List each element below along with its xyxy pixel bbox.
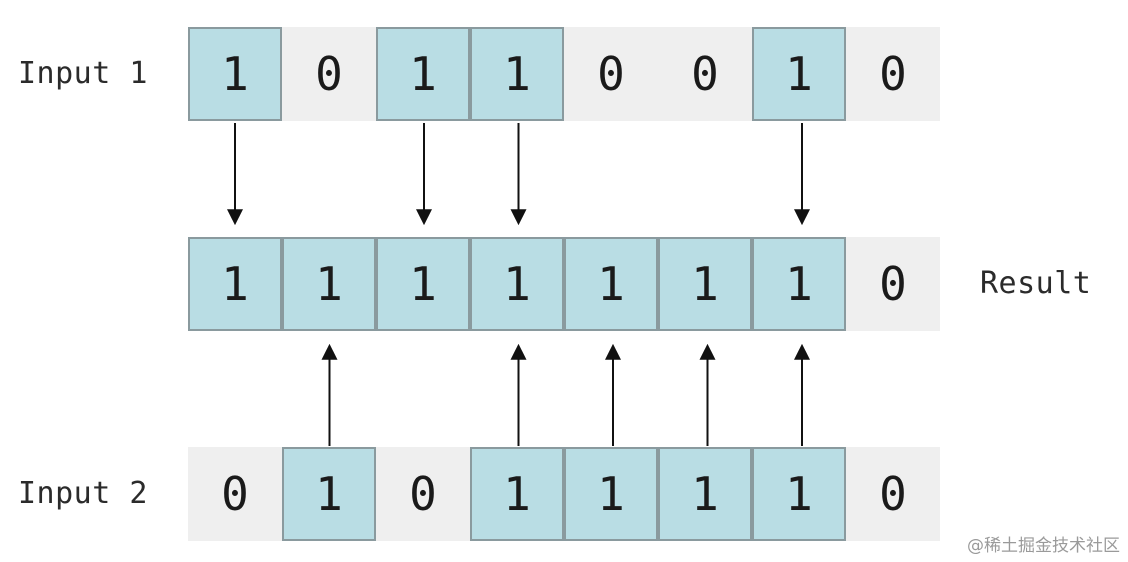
- input2-bit-2: 0: [376, 447, 470, 541]
- input2-bit-7: 0: [846, 447, 940, 541]
- input2-label: Input 2: [18, 476, 148, 511]
- watermark: @稀土掘金技术社区: [967, 536, 1120, 556]
- input1-bit-4: 0: [564, 27, 658, 121]
- result-bit-2: 1: [376, 237, 470, 331]
- input1-bit-1: 0: [282, 27, 376, 121]
- input2-bit-1: 1: [282, 447, 376, 541]
- result-bit-4: 1: [564, 237, 658, 331]
- result-bit-1: 1: [282, 237, 376, 331]
- input2-bit-6: 1: [752, 447, 846, 541]
- result-bit-5: 1: [658, 237, 752, 331]
- input1-bit-3: 1: [470, 27, 564, 121]
- result-bit-7: 0: [846, 237, 940, 331]
- result-bit-6: 1: [752, 237, 846, 331]
- input2-bit-5: 1: [658, 447, 752, 541]
- result-label: Result: [980, 266, 1092, 301]
- input1-bit-0: 1: [188, 27, 282, 121]
- result-bit-3: 1: [470, 237, 564, 331]
- result-bit-0: 1: [188, 237, 282, 331]
- input1-label: Input 1: [18, 56, 148, 91]
- input2-bit-4: 1: [564, 447, 658, 541]
- input1-bit-6: 1: [752, 27, 846, 121]
- input1-bit-5: 0: [658, 27, 752, 121]
- input2-bit-0: 0: [188, 447, 282, 541]
- input2-bit-3: 1: [470, 447, 564, 541]
- input1-bit-2: 1: [376, 27, 470, 121]
- input1-bit-7: 0: [846, 27, 940, 121]
